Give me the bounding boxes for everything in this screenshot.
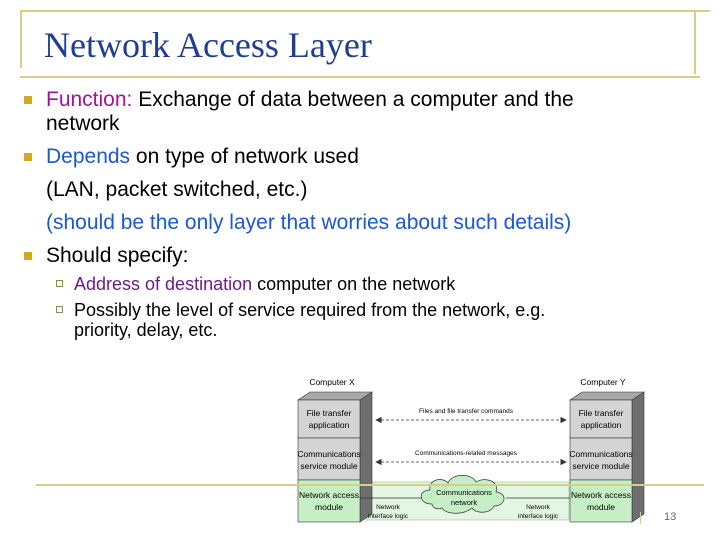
cloud-label-2: network [451,498,478,507]
slide-title: Network Access Layer [44,25,372,65]
sub-bullet-service: Possibly the level of service required f… [24,300,704,340]
protocol-diagram: Computer X Computer Y File transfer appl… [292,372,648,530]
comms-y-1: Communications [569,449,632,459]
comms-box-y [569,437,633,481]
address-text: computer on the network [252,274,456,294]
netaccess-y-1: Network access [571,490,631,500]
netaccess-x-2: module [315,502,343,512]
address-label: Address of destination [74,274,253,294]
depends-line2: (LAN, packet switched, etc.) [46,178,308,201]
file-transfer-box-x [297,399,361,439]
file-transfer-y-1: File transfer [579,408,624,418]
bullet-depends: Depends on type of network used [24,145,704,169]
stack-y-top [569,391,645,401]
interface-left-2: interface logic [368,513,409,520]
sub-bullet-address: Address of destination computer on the n… [24,274,704,295]
interface-right-1: Network [526,504,551,511]
file-transfer-y-2: application [581,420,622,430]
file-transfer-box-y [569,399,633,439]
frame-left-rule [20,10,22,68]
specify-label: Should specify: [46,244,189,267]
computer-y-stack: File transfer application Communications… [569,391,645,523]
netaccess-box-x [297,479,361,523]
depends-line3: (should be the only layer that worries a… [46,211,572,234]
bullet-function: Function: Exchange of data between a com… [24,88,704,136]
stack-x-side [359,391,373,523]
comms-x-1: Communications [297,449,360,459]
comms-y-2: service module [572,461,629,471]
footer-rule [36,484,704,486]
bullet-specify: Should specify: [24,244,704,268]
interface-right-2: interface logic [518,513,559,520]
computer-y-label: Computer Y [580,377,626,387]
netaccess-box-y [569,479,633,523]
footer-tick [640,512,641,524]
function-label: Function: [46,88,133,111]
stack-x-top [297,391,373,401]
protocol-diagram-svg: Computer X Computer Y File transfer appl… [297,377,645,523]
depends-text: on type of network used [130,145,359,168]
netaccess-y-2: module [587,502,615,512]
depends-label: Depends [46,145,131,168]
bullet-marker [24,252,32,260]
file-transfer-x-2: application [309,420,350,430]
title-rule [20,76,700,78]
interface-left-1: Network [376,504,401,511]
arrow-top-label: Files and file transfer commands [419,408,514,415]
stack-y-side [631,391,645,523]
bullet-marker [24,153,32,161]
cloud-label-1: Communications [436,488,492,497]
slide-body: Function: Exchange of data between a com… [24,88,704,340]
sub-bullet-marker [56,280,63,287]
function-cont: network [46,112,120,135]
computer-x-label: Computer X [309,377,355,387]
netaccess-x-1: Network access [299,490,359,500]
bullet-marker [24,96,32,104]
page-number: 13 [664,511,677,523]
service-line1: Possibly the level of service required f… [74,300,546,320]
file-transfer-x-1: File transfer [307,408,352,418]
comms-box-x [297,437,361,481]
sub-bullet-marker [56,306,63,313]
arrow-middle-label: Communications-related messages [415,450,518,457]
computer-x-stack: File transfer application Communications… [297,391,373,523]
service-line2: priority, delay, etc. [74,320,218,340]
frame-right-rule [694,10,696,74]
frame-top-rule [20,10,710,12]
function-text: Exchange of data between a computer and … [132,88,574,111]
comms-x-2: service module [300,461,357,471]
